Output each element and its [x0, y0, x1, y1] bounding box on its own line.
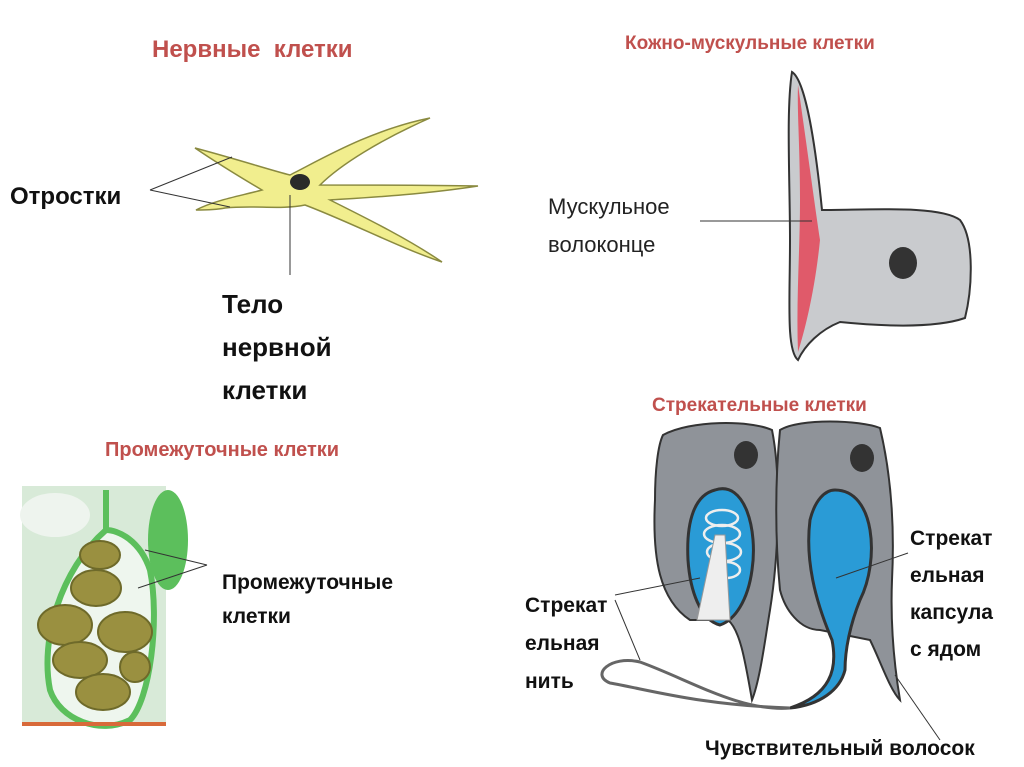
thread-label: Стрекат ельная нить: [525, 587, 607, 701]
pointer-line: [137, 564, 208, 589]
nerve-cell: [149, 117, 479, 275]
label-line: клетки: [222, 375, 308, 405]
processes-label: Отростки: [10, 183, 122, 210]
label-line: Стрекат: [525, 594, 608, 617]
pointer-line: [614, 577, 701, 596]
pointer-line: [149, 189, 231, 208]
label-line: капсула: [910, 601, 993, 624]
label-line: Стрекат: [910, 527, 993, 550]
label-line: клетки: [222, 605, 291, 628]
stinging-thread: [600, 659, 791, 710]
epithelial-muscle-cell: [700, 70, 972, 362]
pointer-line: [894, 674, 941, 741]
pointer-line: [149, 156, 233, 191]
nerve-cells-title: Нервные клетки: [152, 36, 353, 63]
pointer-line: [835, 552, 909, 579]
nerve-cell-body: [194, 117, 479, 263]
muscle-cell-nucleus: [889, 247, 917, 279]
muscle-fiber-label: Мускульное волоконце: [548, 188, 670, 264]
pointer-line: [614, 599, 641, 661]
muscle-cell-body: [787, 70, 972, 362]
nerve-cell-nucleus: [290, 174, 310, 190]
pointer-line: [144, 549, 208, 566]
label-line: Промежуточные: [222, 571, 394, 594]
label-line: Тело: [222, 289, 284, 319]
label-line: нить: [525, 670, 574, 693]
label-line: Мускульное: [548, 194, 670, 219]
intermediate-cells-title: Промежуточные клетки: [105, 439, 340, 461]
label-line: ельная: [525, 632, 600, 655]
capsule-with-venom: [789, 488, 873, 710]
nerve-body-label: Тело нервной клетки: [222, 283, 332, 412]
stinging-cells-title: Стрекательные клетки: [652, 395, 867, 416]
sensory-hair-label: Чувствительный волосок: [705, 737, 975, 760]
label-line: волоконце: [548, 232, 656, 257]
epithelial-muscle-title: Кожно-мускульные клетки: [625, 33, 875, 54]
capsule-label: Стрекат ельная капсула с ядом: [910, 520, 993, 668]
intermediate-cells-label: Промежуточные клетки: [222, 566, 393, 634]
label-line: ельная: [910, 564, 985, 587]
muscle-fiber: [797, 85, 820, 352]
label-line: с ядом: [910, 638, 982, 661]
stinging-cells: [600, 420, 941, 741]
intermediate-cells-image: [20, 486, 208, 729]
label-line: нервной: [222, 332, 332, 362]
